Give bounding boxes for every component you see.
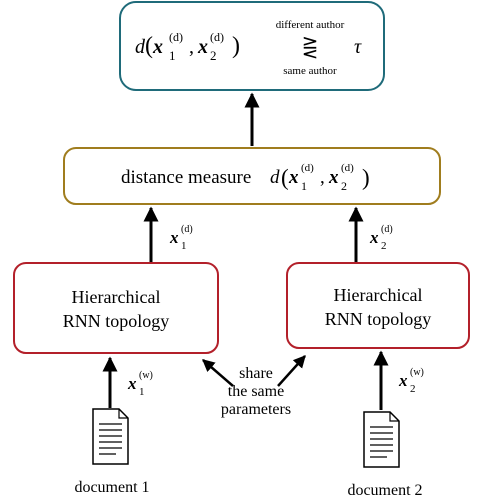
edge-left-up-sup: (d) xyxy=(181,224,193,235)
distance-x1-sub: 1 xyxy=(301,179,307,193)
distance-x1-sup: (d) xyxy=(301,162,314,174)
decision-box xyxy=(119,1,385,91)
document-icon-1 xyxy=(92,408,129,465)
rnn-right-line1: Hierarchical xyxy=(334,285,423,305)
edge-left-in-sub: 1 xyxy=(139,386,145,398)
decision-formula: d(x 1 (d) , x 2 (d) ) different author ⋛… xyxy=(135,19,362,77)
document-icon-2 xyxy=(363,411,400,468)
distance-label: distance measure xyxy=(121,167,251,188)
different-author-label: different author xyxy=(276,19,345,31)
edge-right-up-sup: (d) xyxy=(381,224,393,235)
share-arrow-right xyxy=(277,355,306,387)
edge-right-up-sub: 2 xyxy=(381,240,387,252)
svg-text:(: ( xyxy=(281,165,289,190)
distance-box xyxy=(63,147,441,205)
edge-left-up-x: x xyxy=(169,228,179,247)
rnn-box-left xyxy=(13,262,219,354)
decision-x1: x xyxy=(152,36,163,58)
edge-right-in-x: x xyxy=(398,371,408,390)
svg-text:,: , xyxy=(320,167,325,188)
share-line1: share xyxy=(239,365,273,382)
svg-text:,: , xyxy=(189,36,194,58)
relation-symbol: ⋛ xyxy=(302,36,319,59)
threshold-tau: τ xyxy=(354,36,362,58)
share-line2: the same xyxy=(228,383,284,400)
distance-formula: distance measure d ( x 1 (d) , x 2 (d) ) xyxy=(121,162,370,193)
svg-text:): ) xyxy=(232,33,240,59)
rnn-left-line1: Hierarchical xyxy=(72,287,161,307)
decision-x2-sup: (d) xyxy=(210,30,224,44)
edge-right-in-sub: 2 xyxy=(410,383,416,395)
rnn-left-line2: RNN topology xyxy=(63,311,170,331)
edge-left-up-sub: 1 xyxy=(181,240,187,252)
distance-x2-sup: (d) xyxy=(341,162,354,174)
same-author-label: same author xyxy=(283,65,337,77)
decision-x1-sup: (d) xyxy=(169,30,183,44)
document-2-label: document 2 xyxy=(347,482,422,499)
edge-right-up-x: x xyxy=(369,228,379,247)
decision-x2-sub: 2 xyxy=(210,48,217,63)
rnn-right-line2: RNN topology xyxy=(325,309,432,329)
share-line3: parameters xyxy=(221,401,291,418)
decision-d: d xyxy=(135,36,146,58)
distance-x2: x xyxy=(328,167,339,188)
document-1-label: document 1 xyxy=(74,479,149,496)
edge-left-in-sup: (w) xyxy=(139,370,153,381)
edge-right-in-sup: (w) xyxy=(410,367,424,378)
rnn-box-right xyxy=(286,262,470,349)
distance-x1: x xyxy=(288,167,299,188)
distance-x2-sub: 2 xyxy=(341,179,347,193)
edge-left-in-x: x xyxy=(127,374,137,393)
decision-x1-sub: 1 xyxy=(169,48,176,63)
svg-text:): ) xyxy=(362,165,370,190)
decision-x2: x xyxy=(197,36,208,58)
share-arrow-left xyxy=(202,359,234,387)
distance-d: d xyxy=(270,167,280,188)
svg-text:d(x: d(x xyxy=(135,33,163,59)
